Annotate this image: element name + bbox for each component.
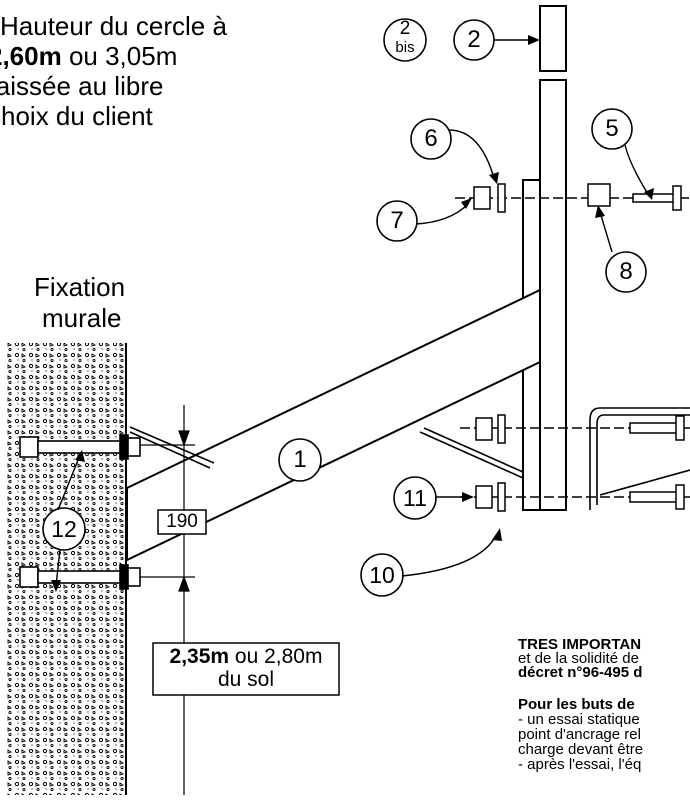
- callout-label-12: 12: [51, 516, 77, 542]
- hoop-bracket: [589, 407, 690, 510]
- ground-height-line-2: du sol: [217, 668, 275, 691]
- callout-circle-11: [393, 476, 437, 520]
- important-note-line-4: Pour les buts de: [518, 696, 635, 713]
- ground-height-alt-value: ou 2,80m: [229, 645, 323, 668]
- callout-circle-10: [360, 553, 404, 597]
- brace-struts: [129, 426, 524, 479]
- callout-label-7: 7: [390, 207, 404, 234]
- callout-circle-6: [410, 118, 452, 160]
- callout-circle-8: [605, 251, 647, 293]
- callout-label-1: 1: [293, 446, 307, 473]
- height-note-line-1: Hauteur du cercle à: [0, 11, 227, 41]
- wall-anchor-upper: [19, 434, 141, 460]
- height-note-alt-value: ou 3,05m: [61, 41, 178, 71]
- callout-label-2bis-num: 2: [399, 18, 411, 39]
- callout-circle-7: [376, 200, 418, 242]
- post-bolt-middle: [460, 414, 690, 444]
- height-note-line-4: choix du client: [0, 101, 153, 131]
- leader-arrowheads: [51, 35, 654, 592]
- callout-circle-2bis: [383, 18, 427, 62]
- height-note-line-3: laissée au libre: [0, 71, 164, 101]
- height-note-line-2: 2,60m ou 3,05m: [0, 42, 177, 71]
- diagonal-arm: [126, 288, 541, 562]
- dimension-190-label: 190: [166, 511, 198, 532]
- important-note-title: TRES IMPORTAN: [518, 636, 642, 653]
- dimension-190: [140, 405, 195, 795]
- post-bolt-upper: [455, 183, 690, 213]
- callout-label-8: 8: [619, 258, 633, 285]
- callout-circle-1: [278, 438, 322, 482]
- callout-label-11: 11: [403, 485, 427, 511]
- ground-height-bold-value: 2,35m: [169, 645, 230, 668]
- important-note-line-8: - après l'essai, l'éq: [518, 756, 642, 773]
- callout-label-2bis-sub: bis: [395, 39, 415, 56]
- post-bolt-lower: [460, 482, 690, 512]
- important-note-line-5: - un essai statique: [518, 711, 640, 728]
- ground-height-box: [152, 642, 340, 696]
- fixation-label-line-1: Fixation: [34, 272, 126, 302]
- important-note-line-2: et de la solidité de: [518, 650, 639, 667]
- callout-label-2: 2: [467, 26, 481, 53]
- important-note-line-7: charge devant être: [518, 741, 644, 758]
- important-note-line-6: point d'ancrage rel: [518, 726, 641, 743]
- callout-circle-5: [591, 108, 633, 150]
- vertical-post: [522, 5, 567, 511]
- important-note-line-3: décret n°96-495 d: [518, 664, 643, 681]
- callout-circle-12: [42, 507, 86, 551]
- callout-label-6: 6: [424, 125, 438, 152]
- callout-label-5: 5: [605, 115, 619, 142]
- ground-height-line-1: 2,35m ou 2,80m: [153, 645, 339, 669]
- callout-label-10: 10: [369, 562, 395, 588]
- dimension-190-box: [157, 509, 207, 535]
- fixation-label-line-2: murale: [42, 303, 122, 333]
- callout-circles: [42, 18, 647, 597]
- height-note-bold-value: 2,60m: [0, 41, 62, 71]
- leader-lines: [55, 39, 649, 587]
